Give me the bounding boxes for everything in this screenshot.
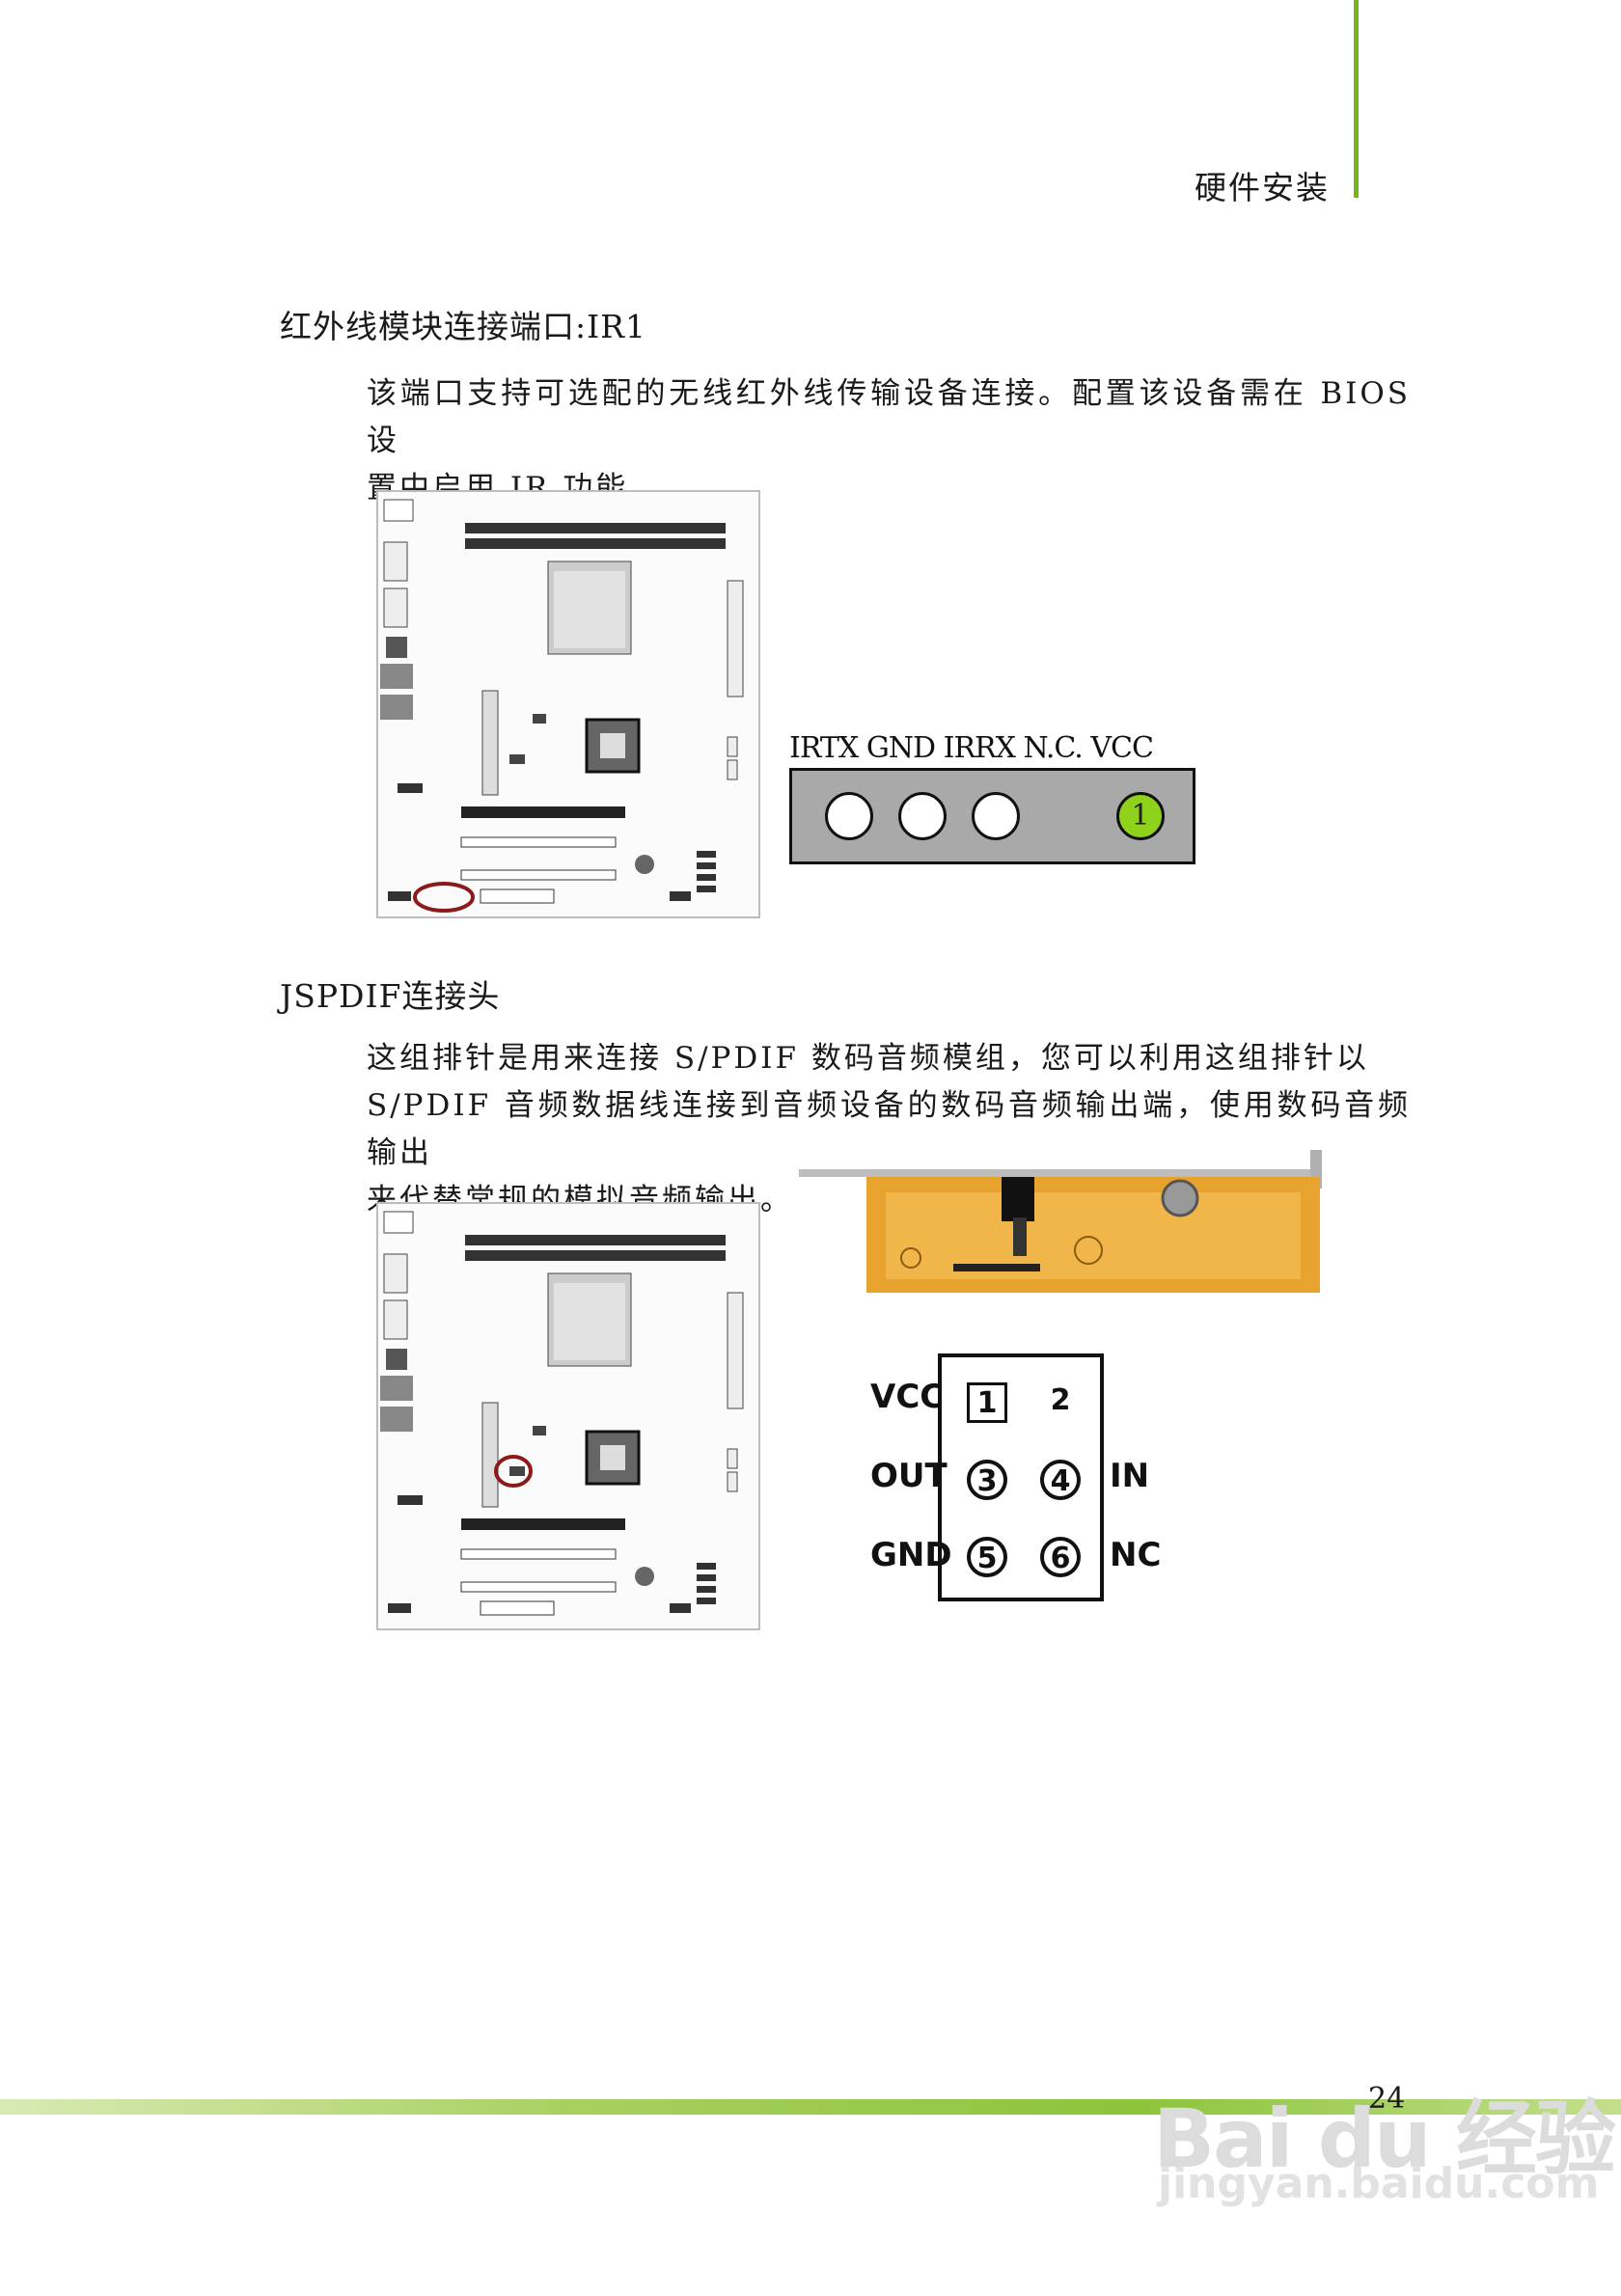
spdif-pin-4: 4 — [1040, 1460, 1081, 1500]
motherboard-diagram-ir — [376, 490, 760, 918]
spdif-label-nc: NC — [1110, 1536, 1162, 1574]
spdif-highlight-circle — [494, 1455, 533, 1488]
ir-pin-labels: IRTX GND IRRX N.C. VCC — [789, 731, 1154, 765]
spdif-pin-header-diagram: 1 2 3 4 5 6 — [938, 1353, 1104, 1601]
footer-accent-bar — [0, 2099, 1621, 2115]
ir-pin-gnd — [898, 792, 947, 840]
spdif-bracket-illustration — [799, 1150, 1322, 1293]
spdif-section-title: JSPDIF连接头 — [280, 977, 501, 1015]
spdif-description-line: 这组排针是用来连接 S/PDIF 数码音频模组，您可以利用这组排针以 — [367, 1041, 1369, 1076]
header-title: 硬件安装 — [1195, 169, 1330, 206]
spdif-pin-6: 6 — [1040, 1537, 1081, 1577]
ir-description: 该端口支持可选配的无线红外线传输设备连接。配置该设备需在 BIOS 设 置中启用… — [367, 370, 1411, 512]
baidu-watermark-logo: Bai du 经验 — [1153, 2091, 1616, 2186]
motherboard-illustration — [380, 499, 744, 913]
spdif-module-photo — [799, 1150, 1339, 1314]
header-accent-line — [1354, 0, 1359, 198]
spdif-pin-5: 5 — [967, 1537, 1007, 1577]
ir-highlight-circle — [413, 882, 475, 913]
spdif-description-line: S/PDIF 音频数据线连接到音频设备的数码音频输出端，使用数码音频输出 — [367, 1088, 1411, 1170]
baidu-watermark-url: jingyan.baidu.com — [1158, 2159, 1600, 2208]
spdif-label-in: IN — [1110, 1457, 1150, 1495]
ir-pin-irtx — [825, 792, 873, 840]
page-number: 24 — [1368, 2082, 1406, 2116]
spdif-description: 这组排针是用来连接 S/PDIF 数码音频模组，您可以利用这组排针以 S/PDI… — [367, 1035, 1411, 1224]
motherboard-illustration — [380, 1211, 744, 1616]
spdif-label-vcc: VCC — [870, 1378, 945, 1416]
spdif-pin-3: 3 — [967, 1460, 1007, 1500]
ir-pin-irrx — [972, 792, 1020, 840]
ir-description-line: 该端口支持可选配的无线红外线传输设备连接。配置该设备需在 BIOS 设 — [367, 376, 1411, 458]
ir-pin-vcc: 1 — [1116, 792, 1165, 840]
ir-section-title: 红外线模块连接端口:IR1 — [280, 308, 646, 345]
spdif-pin-2: 2 — [1050, 1383, 1071, 1417]
spdif-pin-1: 1 — [967, 1382, 1007, 1423]
ir-connector-diagram: 1 — [789, 768, 1195, 864]
motherboard-diagram-spdif — [376, 1202, 760, 1630]
spdif-label-out: OUT — [870, 1457, 948, 1495]
